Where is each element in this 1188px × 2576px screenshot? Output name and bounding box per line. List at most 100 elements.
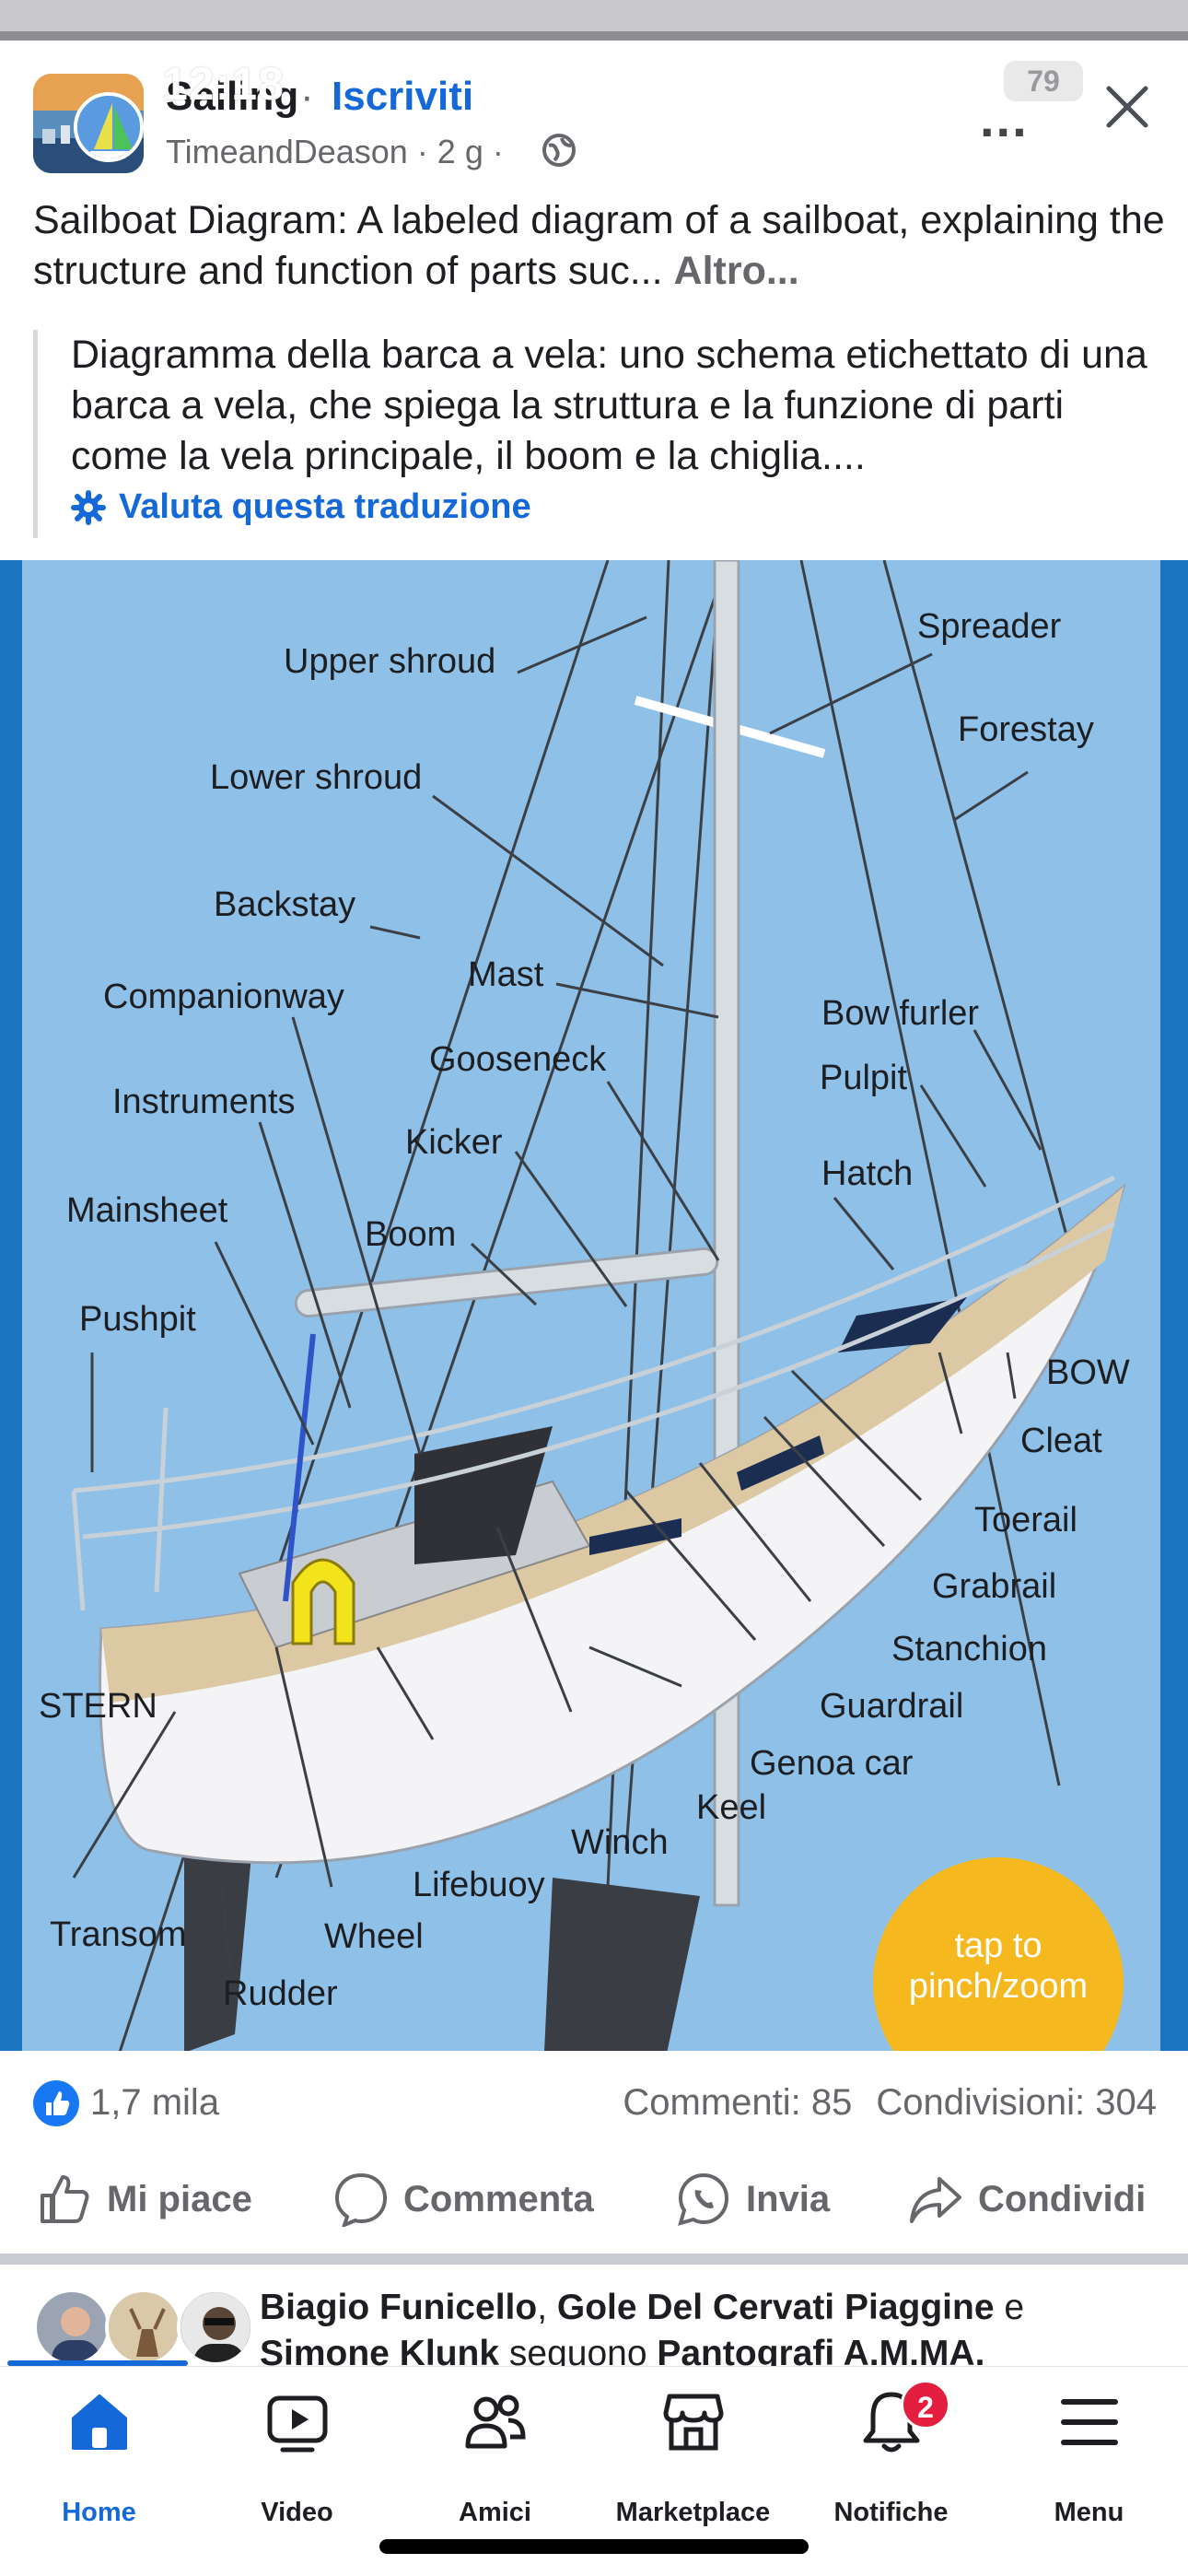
author-avatar[interactable] [74,92,144,162]
label-spreader: Spreader [917,607,1062,646]
label-instruments: Instruments [112,1083,296,1121]
person-photo-icon-2 [181,2292,250,2362]
send-label: Invia [746,2178,831,2219]
shares-count[interactable]: Condivisioni: 304 [876,2082,1157,2123]
follower-avatar-3[interactable] [177,2289,254,2366]
post-text: Sailboat Diagram: A labeled diagram of a… [33,195,1166,297]
hamburger-menu-icon [1061,2399,1118,2445]
tab-friends[interactable]: Amici [396,2389,594,2527]
label-lower-shroud: Lower shroud [210,758,422,797]
follower-name-3[interactable]: Simone Klunk [260,2334,500,2366]
translation-block: Diagramma della barca a vela: uno schema… [33,330,1166,538]
like-reaction-icon[interactable] [33,2080,79,2126]
status-icons: 79 [838,59,1087,105]
home-icon [72,2395,127,2450]
label-wheel: Wheel [324,1917,424,1956]
label-genoa-car: Genoa car [750,1744,914,1783]
subscribe-link[interactable]: Iscriviti [332,74,474,119]
reactions-bar: 1,7 mila Commenti: 85 Condivisioni: 304 [33,2077,1157,2132]
tab-home-label: Home [62,2498,136,2527]
strip-shadow [0,31,1188,41]
whatsapp-icon [678,2172,729,2226]
label-bow: BOW [1046,1353,1130,1392]
likes-count[interactable]: 1,7 mila [90,2082,220,2123]
label-mast: Mast [468,955,544,994]
tab-menu[interactable]: Menu [990,2389,1188,2527]
label-gooseneck: Gooseneck [429,1040,607,1079]
label-boom: Boom [365,1215,456,1254]
globe-icon [542,134,576,167]
person-photo-icon [52,2307,99,2362]
label-toerail: Toerail [974,1501,1077,1540]
window-shape-2 [737,1435,824,1491]
share-arrow-icon [910,2177,961,2223]
previous-post-strip [0,0,1188,41]
see-more-link[interactable]: Altro... [673,249,799,293]
followers-text: Biagio Funicello, Gole Del Cervati Piagg… [260,2285,1162,2366]
followers-and: e [994,2288,1025,2327]
followers-suggestion[interactable]: Biagio Funicello, Gole Del Cervati Piagg… [0,2265,1188,2366]
author-timestamp[interactable]: TimeandDeason · 2 g · [166,133,504,170]
comment-bubble-icon [334,2172,388,2227]
label-backstay: Backstay [214,885,355,924]
label-lifebuoy: Lifebuoy [413,1866,545,1904]
followed-page[interactable]: Pantografi A.M.MA. [657,2334,985,2366]
thumbs-up-icon [41,2175,89,2223]
guardrail-lines [71,1175,1116,1611]
keel-shape [544,1878,700,2051]
notifications-badge: 2 [901,2380,950,2430]
tab-notifications-label: Notifiche [833,2498,949,2527]
feed-separator [0,2254,1188,2265]
lifebuoy-shape [291,1558,355,1645]
label-mainsheet: Mainsheet [66,1191,228,1230]
translated-text: Diagramma della barca a vela: uno schema… [71,333,1147,478]
bottom-tab-bar: Home Video Amici Marketplace 2 N [0,2366,1188,2576]
tab-marketplace-label: Marketplace [615,2498,771,2527]
deck-shape [101,1187,1124,1703]
send-button[interactable]: Invia [676,2160,830,2239]
tab-notifications[interactable]: 2 Notifiche [792,2380,990,2527]
label-stern: STERN [39,1687,157,1726]
tap-zoom-line2: pinch/zoom [909,1967,1088,2006]
follower-name-1[interactable]: Biagio Funicello [260,2288,538,2327]
share-button[interactable]: Condividi [908,2160,1146,2239]
comment-label: Commenta [403,2178,594,2219]
follower-name-2[interactable]: Gole Del Cervati Piaggine [556,2288,995,2327]
home-indicator [379,2539,809,2554]
label-forestay: Forestay [958,710,1094,749]
tap-zoom-bubble[interactable] [873,1857,1124,2051]
follower-avatar-1[interactable] [33,2289,111,2366]
label-companionway: Companionway [103,978,344,1016]
label-bow-furler: Bow furler [821,994,979,1033]
tap-zoom-line1: tap to [954,1926,1042,1965]
post-body: Sailboat Diagram: A labeled diagram of a… [33,198,1165,293]
tab-home[interactable]: Home [0,2389,198,2527]
group-name[interactable]: Sailing [166,74,299,119]
signal-icon [842,63,895,100]
comment-button[interactable]: Commenta [333,2160,594,2239]
followers-verb: seguono [499,2334,658,2366]
label-pulpit: Pulpit [820,1059,907,1097]
like-label: Mi piace [107,2178,252,2219]
companionway-shape [414,1426,553,1564]
like-button[interactable]: Mi piace [37,2160,252,2239]
status-time: 12:18 [162,58,285,110]
sailboat-diagram-image[interactable]: Upper shroud Spreader Forestay Lower shr… [0,560,1188,2051]
follower-avatar-2[interactable] [105,2289,182,2366]
label-guardrail: Guardrail [820,1687,963,1726]
video-icon [267,2395,328,2453]
storefront-icon [663,2394,724,2451]
close-icon[interactable] [1101,81,1153,133]
followers-sep: , [537,2288,557,2327]
tab-marketplace[interactable]: Marketplace [594,2389,792,2527]
tab-video[interactable]: Video [198,2389,396,2527]
gear-icon [71,489,106,525]
leader-lines [72,615,1042,1971]
battery-indicator: 79 [1004,61,1083,101]
rate-translation-link[interactable]: Valuta questa traduzione [71,487,1166,527]
sailboat-logo-icon [77,96,140,158]
label-keel: Keel [696,1788,766,1827]
title-separator: · [300,74,314,119]
label-hatch: Hatch [821,1154,913,1193]
comments-count[interactable]: Commenti: 85 [623,2082,853,2123]
